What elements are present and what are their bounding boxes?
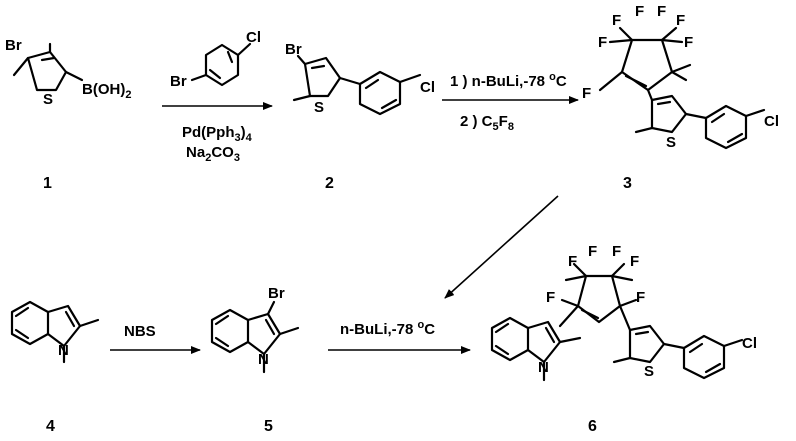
compound-6: F F F F F F N S Cl 6: [490, 243, 757, 435]
chlorine-label: Cl: [742, 335, 757, 352]
sulfur-label: S: [644, 363, 654, 380]
compound-number-3: 3: [623, 175, 632, 192]
fluorine-label: F: [635, 3, 644, 20]
reagent-bromine-label: Br: [170, 73, 187, 90]
compound-5: Br N 5: [210, 285, 300, 435]
chlorine-label: Cl: [420, 79, 435, 96]
sulfur-label: S: [43, 91, 53, 108]
compound-3: F F F F F F F S Cl 3: [582, 3, 779, 192]
fluorine-label: F: [630, 253, 639, 270]
fluorine-label: F: [636, 289, 645, 306]
fluorine-label: F: [598, 34, 607, 51]
step2-condition-1: 1 ) n-BuLi,-78 oC: [450, 71, 567, 90]
bromine-label: Br: [268, 285, 285, 302]
step1-catalyst: Pd(Pph3)4: [182, 124, 253, 144]
sulfur-label: S: [314, 99, 324, 116]
step1-reagent-structure: Cl Br: [170, 29, 261, 90]
nitrogen-label: N: [258, 351, 269, 368]
boronic-acid-label: B(OH)2: [82, 81, 131, 101]
step3-reagent: NBS: [124, 323, 156, 340]
compound-1: Br S B(OH)2 1: [5, 37, 131, 192]
nitrogen-label: N: [538, 359, 549, 376]
fluorine-label: F: [588, 243, 597, 260]
step2-condition-2: 2 ) C5F8: [460, 113, 514, 133]
fluorine-label: F: [568, 253, 577, 270]
fluorine-label: F: [582, 85, 591, 102]
fluorine-label: F: [612, 12, 621, 29]
step3-to-product-arrow: [444, 195, 559, 299]
step4-condition: n-BuLi,-78 oC: [340, 319, 435, 338]
reagent-chlorine-label: Cl: [246, 29, 261, 46]
sulfur-label: S: [666, 134, 676, 151]
nitrogen-label: N: [58, 342, 69, 359]
compound-4: N 4: [10, 300, 100, 435]
compound-number-6: 6: [588, 418, 597, 435]
bromine-label: Br: [5, 37, 22, 54]
fluorine-label: F: [676, 12, 685, 29]
fluorine-label: F: [657, 3, 666, 20]
compound-number-4: 4: [46, 418, 55, 435]
bromine-label: Br: [285, 41, 302, 58]
fluorine-label: F: [546, 289, 555, 306]
step1-base: Na2CO3: [186, 144, 240, 164]
chlorine-label: Cl: [764, 113, 779, 130]
compound-number-2: 2: [325, 175, 334, 192]
compound-number-5: 5: [264, 418, 273, 435]
fluorine-label: F: [684, 34, 693, 51]
compound-2: Br S Cl 2: [285, 41, 435, 192]
compound-number-1: 1: [43, 175, 52, 192]
fluorine-label: F: [612, 243, 621, 260]
